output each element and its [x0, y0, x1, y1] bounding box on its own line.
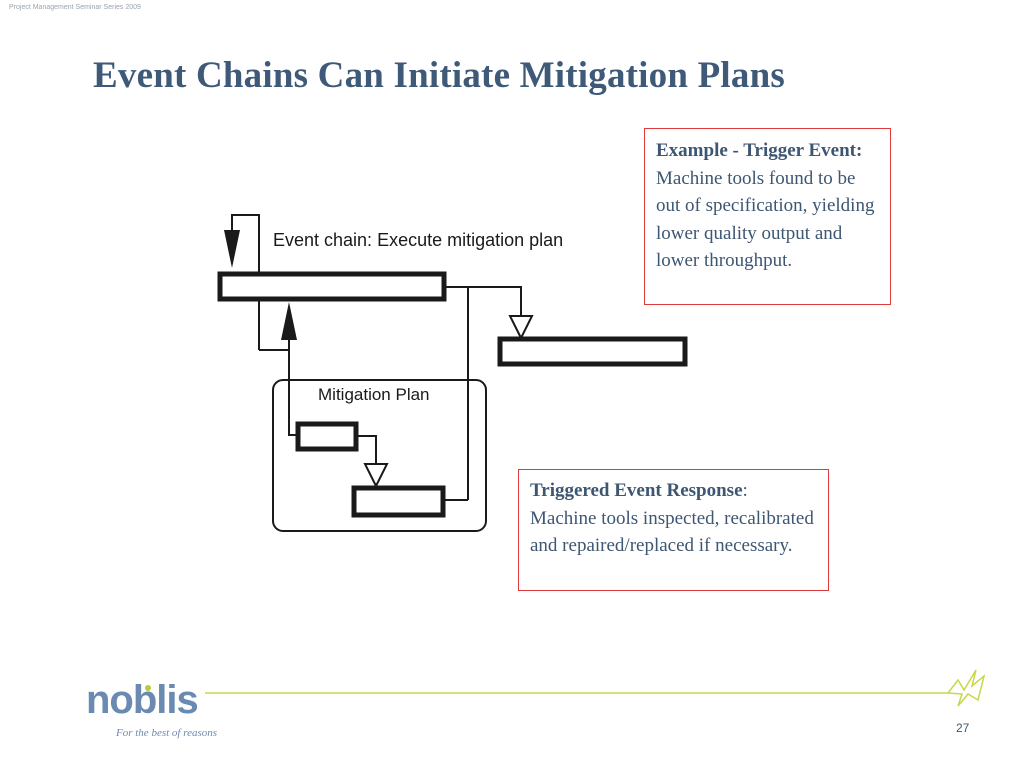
trigger-event-heading: Example - Trigger Event:: [656, 140, 863, 161]
trigger-event-text: Machine tools found to be out of specifi…: [656, 167, 875, 272]
mitigation-plan-container: [272, 379, 487, 532]
chain-to-next-task-line: [444, 286, 522, 318]
mitigation-plan-label: Mitigation Plan: [318, 385, 430, 404]
plan-step-arrow-icon: [363, 463, 389, 489]
logo-tagline: For the best of reasons: [116, 727, 218, 739]
trigger-event-callout: Example - Trigger Event: Machine tools f…: [644, 128, 891, 305]
triggered-response-separator: :: [742, 480, 748, 501]
mitigation-up-arrow-icon: [281, 302, 297, 340]
mitigation-task-1-bar: [295, 421, 359, 452]
event-chain-task-bar: [217, 271, 447, 302]
chain-to-mitigation-line: [288, 312, 297, 436]
event-chain-label: Event chain: Execute mitigation plan: [273, 230, 563, 250]
mitigation-task-2-bar: [351, 485, 446, 518]
triggered-response-heading: Triggered Event Response: [530, 480, 743, 501]
slide-title: Event Chains Can Initiate Mitigation Pla…: [93, 55, 785, 96]
triggered-response-callout: Triggered Event Response: Machine tools …: [518, 469, 829, 591]
next-task-bar: [497, 336, 688, 367]
trigger-arrow-icon: [224, 230, 240, 268]
series-note: Project Management Seminar Series 2009: [9, 4, 141, 11]
next-task-arrow-icon: [508, 315, 534, 341]
noblis-logo: noblis: [86, 678, 199, 722]
plan-step-line: [357, 435, 377, 464]
page-number: 27: [956, 721, 970, 735]
triggered-response-text: Machine tools inspected, recalibrated an…: [530, 507, 814, 557]
